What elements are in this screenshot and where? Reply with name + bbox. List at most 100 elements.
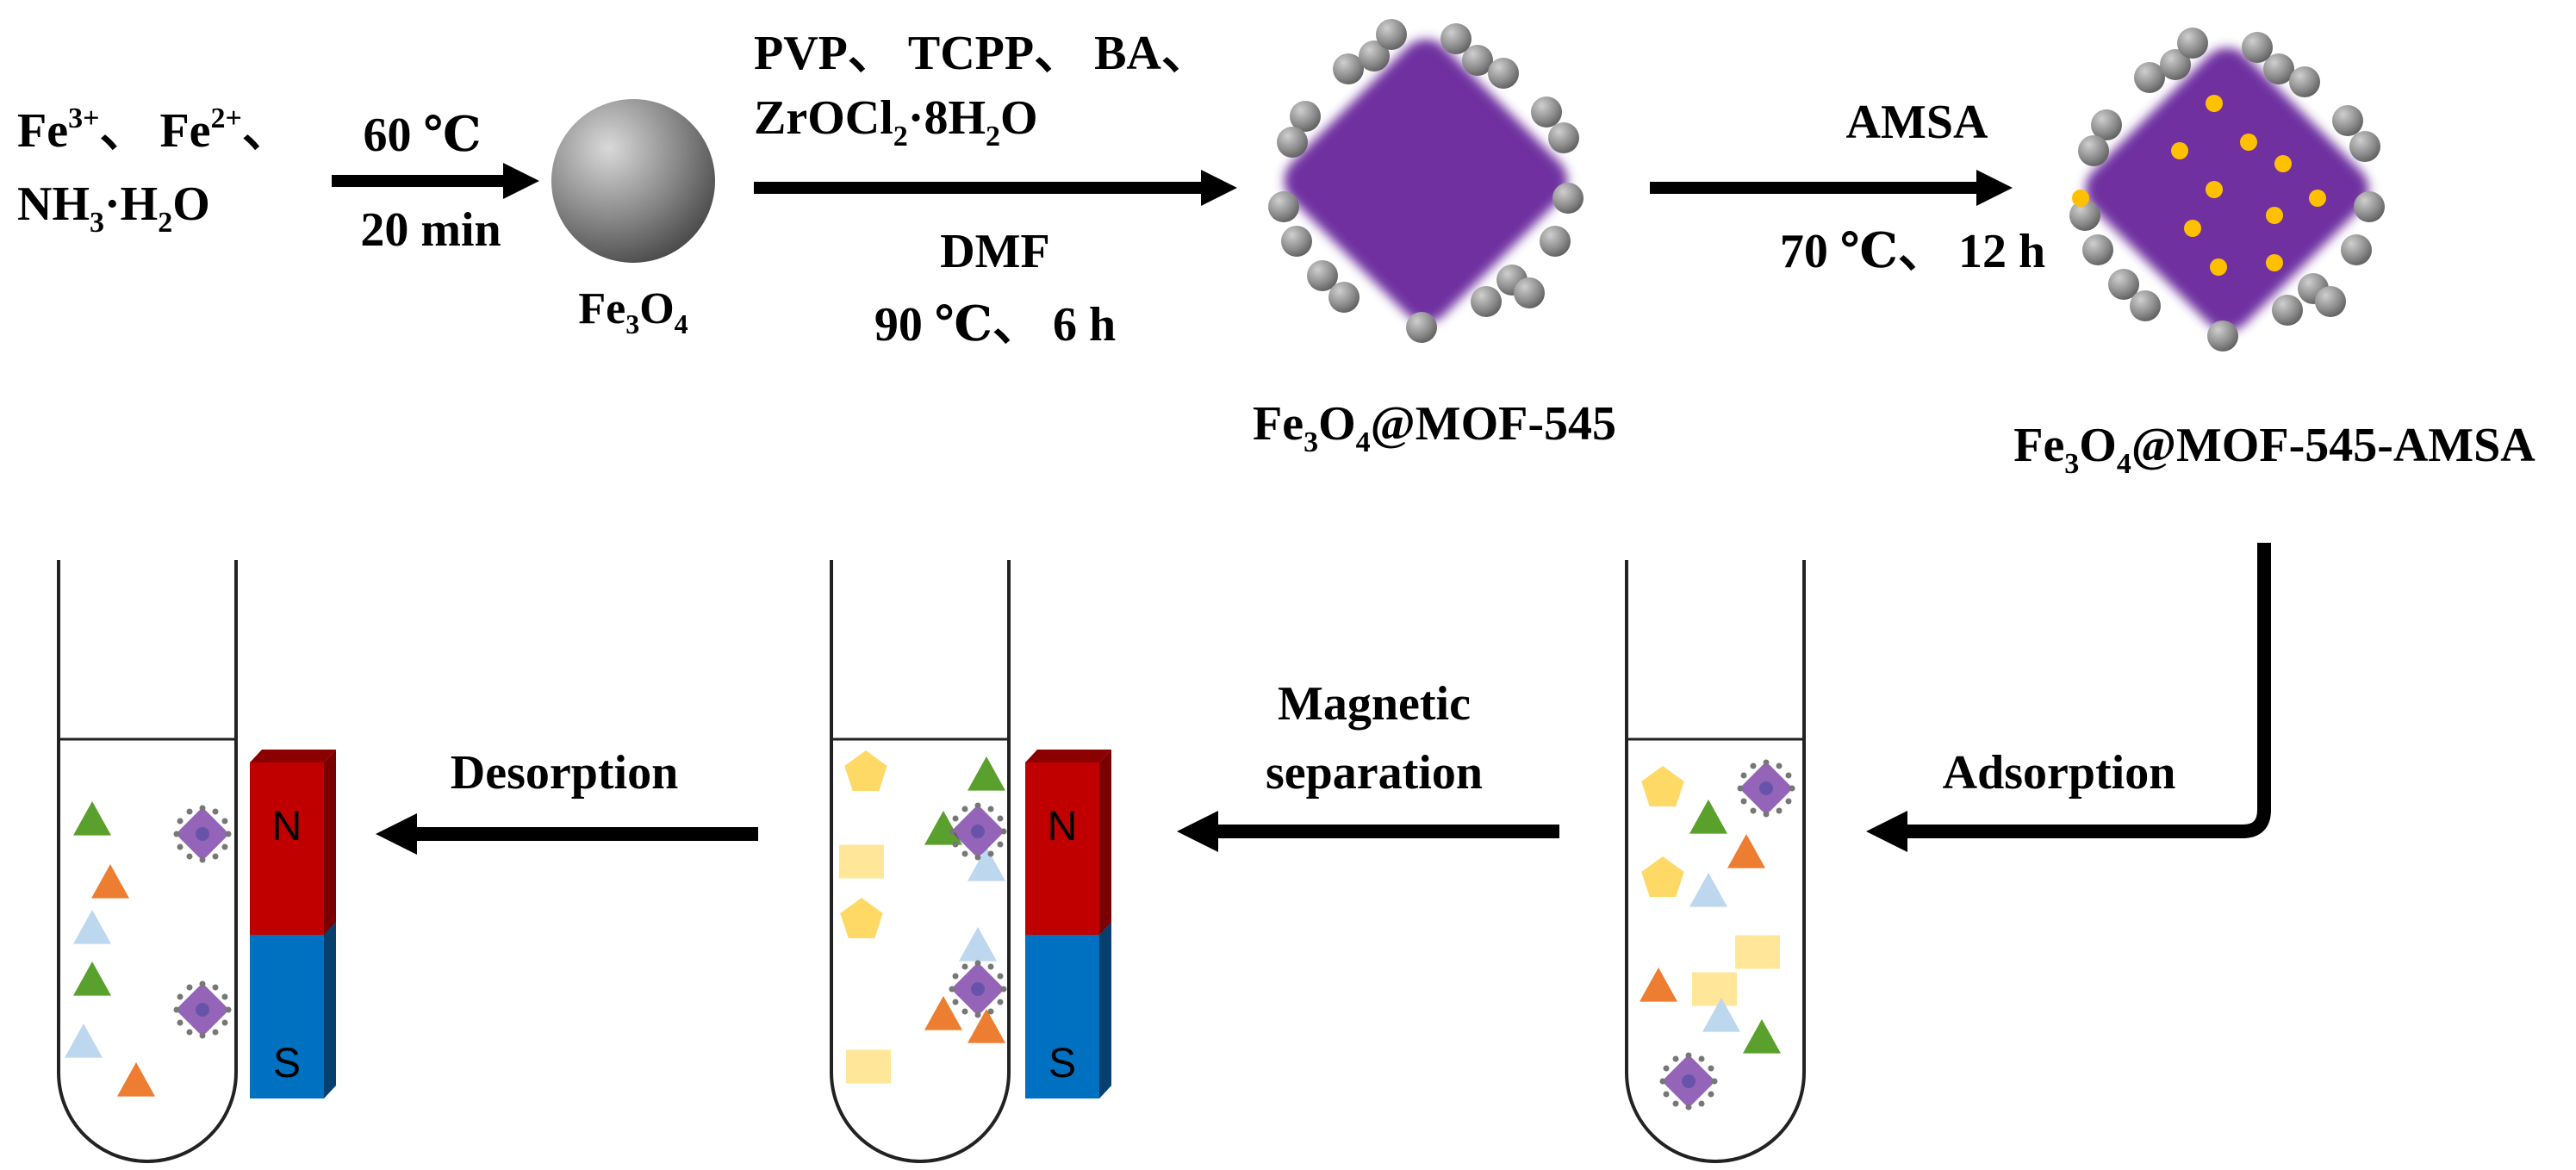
mini-nanoball: [997, 999, 1004, 1005]
mini-nanoball: [1740, 772, 1747, 779]
step3-reagent: AMSA: [1846, 96, 1988, 149]
mini-nanoball: [1785, 798, 1792, 805]
mini-nanoball: [199, 856, 206, 863]
magnet-south-label-2: S: [1048, 1041, 1076, 1086]
mini-nanoball: [1789, 785, 1795, 792]
amsa-dot: [2206, 181, 2223, 198]
mini-nanoball: [177, 843, 184, 850]
mini-nanoball: [1708, 1065, 1714, 1072]
mini-nanoball: [221, 818, 228, 825]
mini-nanoball: [974, 1011, 981, 1018]
triangle-analyte: [968, 1009, 1005, 1043]
fe3o4-nanoball: [1548, 122, 1579, 153]
fe3o4-nanoball: [2082, 234, 2113, 265]
triangle-analyte: [968, 756, 1005, 791]
mini-nanoball: [974, 802, 981, 809]
fe3o4-nanoball: [2134, 62, 2165, 93]
amsa-dot: [2309, 190, 2326, 207]
fe3o4-nanoball: [2332, 105, 2363, 136]
fe3o4-nanoball: [2242, 32, 2273, 63]
desorption-label: Desorption: [451, 746, 678, 800]
magnet-north-label-2: N: [1048, 804, 1078, 849]
triangle-analyte: [73, 910, 111, 944]
mini-nanoball: [1698, 1100, 1705, 1107]
magnetic-label-line2: separation: [1266, 746, 1483, 800]
fe3o4-nanoball: [2341, 234, 2372, 265]
mini-nanoball: [221, 843, 228, 850]
fe3o4-nanoball: [2315, 286, 2346, 317]
fe3o4-nanoball: [2160, 49, 2191, 80]
mini-nanoball: [952, 815, 959, 822]
mini-nanoball: [199, 1032, 206, 1039]
square-interferent: [1692, 972, 1737, 1006]
fe3o4-nanoball: [1290, 101, 1321, 132]
fe3o4-nanoball: [1462, 45, 1493, 76]
amsa-dot: [2072, 190, 2089, 207]
amsa-dot: [2210, 258, 2227, 276]
fe3o4-nanoball: [1307, 260, 1338, 291]
mini-nanoball: [987, 1008, 994, 1015]
fe3o4-nanoball: [2177, 28, 2208, 59]
mini-core: [1682, 1074, 1696, 1088]
fe3o4-nanoball: [1406, 312, 1437, 343]
mini-nanoball: [961, 850, 968, 857]
fe3o4-nanoball: [1440, 23, 1472, 54]
fe3o4-nanoball: [1281, 226, 1312, 257]
mini-nanoball: [1711, 1078, 1718, 1085]
mini-core: [971, 825, 985, 838]
mini-nanoball: [186, 984, 193, 991]
mini-nanoball: [987, 963, 994, 970]
magnet-separation: N S: [1025, 750, 1111, 1098]
mini-nanoball: [1672, 1100, 1679, 1107]
fe3o4-nanoball: [1540, 226, 1571, 257]
step3-conditions: 70 ℃、 12 h: [1780, 225, 2045, 278]
mini-nanoball: [997, 815, 1004, 822]
mini-nanoball: [1685, 1104, 1692, 1111]
mini-nanoball: [177, 818, 184, 825]
fe3o4-nanoball: [1531, 96, 1562, 128]
triangle-analyte: [1727, 834, 1765, 868]
mof-amsa-particle: [2069, 28, 2385, 352]
triangle-analyte: [73, 962, 111, 996]
arrow-adsorption: [1866, 543, 2271, 852]
mini-nanoball: [1776, 762, 1783, 769]
step2-reagents-line2: ZrOCl2·8H2O: [754, 91, 1038, 152]
fe3o4-nanoball: [2078, 135, 2109, 166]
mini-core: [971, 982, 985, 996]
mini-nanoball: [1740, 798, 1747, 805]
amsa-dot: [2206, 95, 2223, 112]
mini-nanoball: [1685, 1052, 1692, 1059]
pentagon-interferent: [1641, 766, 1684, 807]
mini-nanoball: [212, 1029, 219, 1036]
fe3o4-nanoball: [1333, 53, 1364, 84]
square-interferent: [1735, 935, 1780, 969]
mini-nanoball: [221, 993, 228, 1000]
step1-temperature: 60 ℃: [363, 109, 481, 162]
triangle-analyte: [1689, 800, 1727, 834]
test-tube-desorption: [57, 560, 238, 1163]
tube-contents: [65, 750, 1795, 1111]
mof-particle: [1268, 19, 1584, 343]
triangle-analyte: [73, 801, 111, 836]
fe3o4-nanoball: [2069, 200, 2100, 231]
mini-nanoball: [1663, 1091, 1670, 1098]
triangle-analyte: [65, 1024, 103, 1058]
triangle-analyte: [924, 811, 962, 845]
mini-nanoball: [974, 960, 981, 967]
mini-nanoball: [177, 993, 184, 1000]
amsa-dot: [2274, 155, 2292, 172]
mini-nanoball: [1659, 1078, 1666, 1085]
step2-solvent: DMF: [940, 225, 1050, 278]
mini-nanoball: [1776, 807, 1783, 814]
pentagon-interferent: [840, 898, 883, 939]
mini-nanoball: [1672, 1055, 1679, 1062]
mini-nanoball: [212, 984, 219, 991]
mini-nanoball: [961, 963, 968, 970]
fe3o4-sphere: [551, 99, 715, 263]
fe3o4-nanoball: [1328, 282, 1360, 313]
pentagon-interferent: [844, 750, 887, 792]
mini-core: [196, 827, 209, 841]
amsa-dot: [2266, 254, 2283, 271]
magnet-desorption: N S: [250, 750, 336, 1098]
